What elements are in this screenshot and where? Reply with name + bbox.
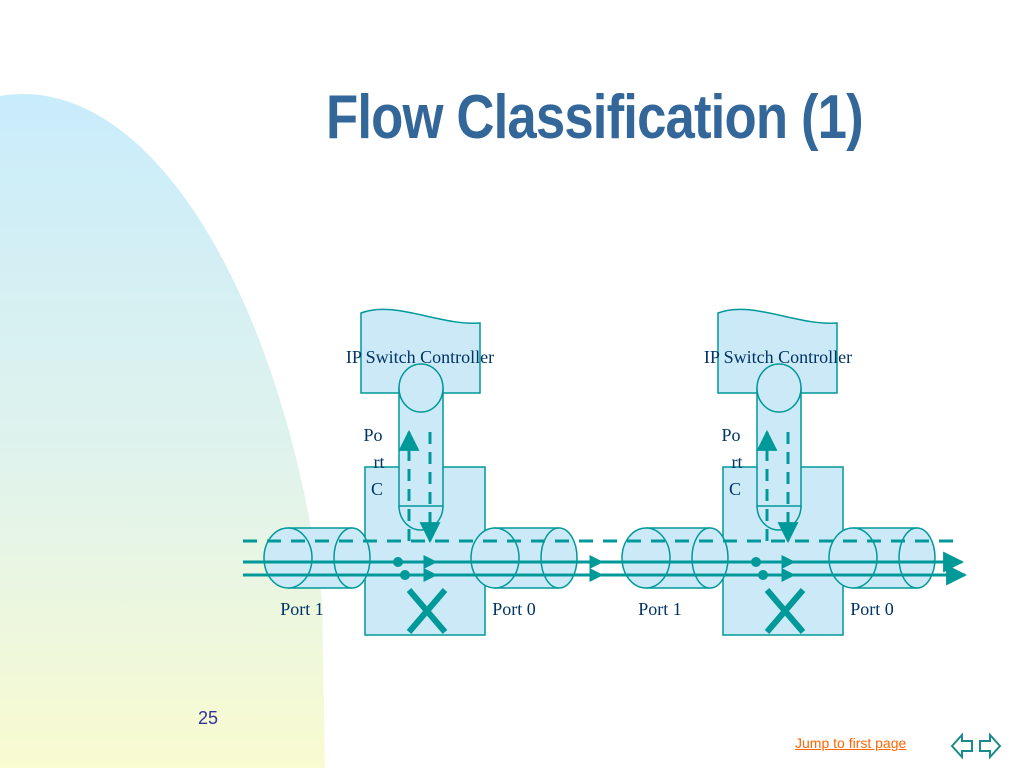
port-c-label-3: C: [371, 479, 383, 499]
flow-lines: [243, 429, 968, 586]
ip-switch-1: IP Switch Controller Po rt C Port 1 Port…: [263, 308, 578, 636]
port-c-label-2: rt: [732, 452, 743, 472]
port-c-label-1: Po: [363, 425, 382, 445]
port-1-pipe: [263, 527, 371, 589]
port-c-label-3: C: [729, 479, 741, 499]
controller-box: [360, 308, 481, 394]
switch-fabric-x-icon: [406, 588, 448, 634]
port-1-label: Port 1: [280, 599, 324, 619]
controller-box: [717, 308, 838, 394]
slide-number: 25: [198, 708, 219, 728]
controller-label: IP Switch Controller: [346, 347, 494, 367]
controller-label: IP Switch Controller: [704, 347, 852, 367]
port-0-pipe: [470, 527, 578, 589]
port-0-label: Port 0: [850, 599, 894, 619]
port-c-pipe: [398, 363, 444, 531]
port-0-pipe: [828, 527, 936, 589]
ip-switch-2: IP Switch Controller Po rt C Port 1 Port…: [621, 308, 936, 636]
port-1-pipe: [621, 527, 729, 589]
switch-fabric-x-icon: [764, 588, 806, 634]
port-c-label-1: Po: [721, 425, 740, 445]
slide-title: Flow Classification (1): [326, 83, 864, 152]
port-1-label: Port 1: [638, 599, 682, 619]
port-c-pipe: [756, 363, 802, 531]
jump-to-first-page-link[interactable]: Jump to first page: [795, 735, 907, 751]
port-0-label: Port 0: [492, 599, 536, 619]
port-c-label-2: rt: [374, 452, 385, 472]
left-right-arrow-icon[interactable]: [950, 730, 1002, 762]
